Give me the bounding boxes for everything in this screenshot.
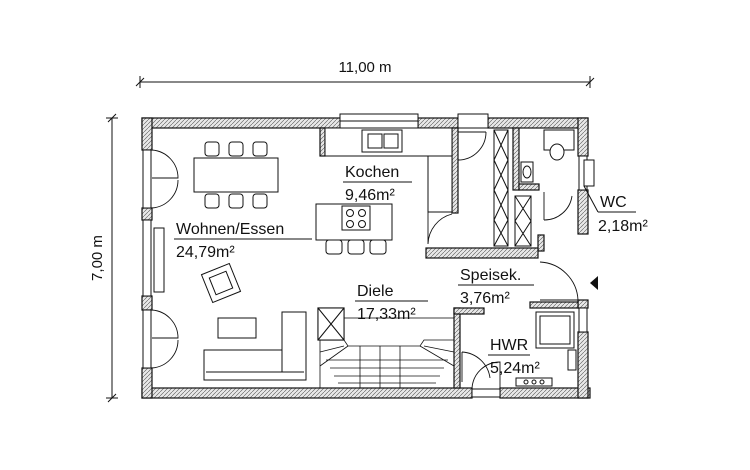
kitchen-counters [315,127,453,255]
entrance-door [539,261,598,301]
room-name: Kochen [345,164,399,181]
dining-table [193,141,279,209]
room-label-hwr: HWR 5,24m² [488,337,540,377]
living-furniture [200,262,307,381]
room-label-wc: WC 2,18m² [583,185,648,235]
room-area: 9,46m² [345,187,395,204]
room-area: 2,18m² [598,218,648,235]
room-name: HWR [490,337,528,354]
room-name: Diele [357,283,394,300]
width-dimension-line [135,76,595,88]
staircase [317,307,455,389]
room-area: 17,33m² [357,306,416,323]
room-label-speisekammer: Speisek. 3,76m² [458,267,534,307]
wc-fixtures [520,129,575,221]
room-name: Speisek. [460,267,521,284]
room-area: 3,76m² [460,290,510,307]
room-name: Wohnen/Essen [176,221,284,238]
width-dimension-label: 11,00 m [338,59,391,76]
utility-fixtures [461,311,577,389]
room-label-kochen: Kochen 9,46m² [343,164,412,204]
room-label-diele: Diele 17,33m² [355,283,428,323]
room-area: 24,79m² [176,244,235,261]
windows [142,113,595,398]
pantry-shelves [457,129,532,247]
room-area: 5,24m² [490,360,540,377]
room-label-wohnen-essen: Wohnen/Essen 24,79m² [174,221,312,261]
room-name: WC [600,194,627,211]
height-dimension-label: 7,00 m [89,235,106,281]
height-dimension-line [106,113,118,403]
terrace-doors [151,149,179,369]
